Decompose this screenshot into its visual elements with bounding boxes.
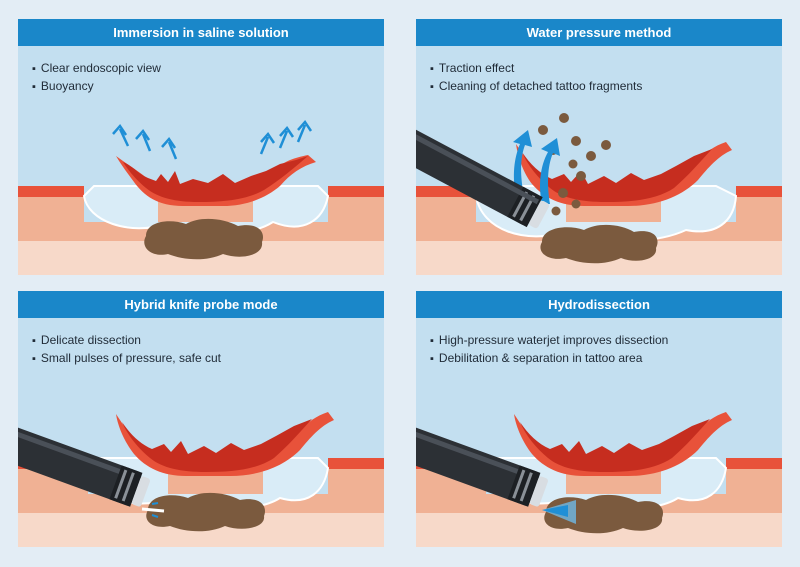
lesion-surface bbox=[522, 149, 712, 202]
lesion-surface bbox=[123, 156, 308, 202]
bullet-list: Clear endoscopic view Buoyancy bbox=[32, 60, 161, 96]
panel-title: Immersion in saline solution bbox=[18, 19, 384, 46]
buoyancy-arrows bbox=[112, 119, 313, 160]
lesion-surface bbox=[520, 419, 710, 472]
bullet-list: High-pressure waterjet improves dissecti… bbox=[430, 332, 668, 368]
mucosa-left bbox=[416, 186, 476, 197]
panel-immersion: Immersion in saline solution Clear endos… bbox=[18, 19, 384, 275]
panel-title: Water pressure method bbox=[416, 19, 782, 46]
endoscope-probe bbox=[416, 419, 548, 507]
panel-water-pressure: Water pressure method bbox=[416, 19, 782, 275]
tattoo-fragment bbox=[540, 224, 658, 264]
bullet-list: Traction effect Cleaning of detached tat… bbox=[430, 60, 642, 96]
bullet-item: Traction effect bbox=[430, 60, 642, 78]
detached-fragments bbox=[538, 113, 611, 216]
water-flow-arrows bbox=[513, 130, 560, 204]
bullet-item: Delicate dissection bbox=[32, 332, 221, 350]
waterjet bbox=[542, 500, 576, 524]
mucosa-right bbox=[726, 458, 782, 469]
panel-hybrid-knife: Hybrid knife probe mode Delicate dissect… bbox=[18, 291, 384, 547]
panel-hydrodissection: Hydrodissection High-pressure waterjet i… bbox=[416, 291, 782, 547]
endoscope-probe bbox=[18, 419, 150, 507]
bullet-item: Cleaning of detached tattoo fragments bbox=[430, 78, 642, 96]
mucosa-right bbox=[328, 186, 384, 197]
bullet-item: Debilitation & separation in tattoo area bbox=[430, 350, 668, 368]
mucosa-right bbox=[328, 458, 384, 469]
mucosa-right bbox=[736, 186, 782, 197]
endoscope-probe bbox=[416, 127, 550, 229]
bullet-list: Delicate dissection Small pulses of pres… bbox=[32, 332, 221, 368]
tattoo-fragment bbox=[146, 492, 265, 532]
hydrodissection-illustration bbox=[416, 318, 782, 547]
lesion-surface bbox=[122, 419, 312, 472]
immersion-illustration bbox=[18, 46, 384, 275]
bullet-item: Buoyancy bbox=[32, 78, 161, 96]
tattoo-fragment bbox=[144, 218, 263, 260]
mucosa-left bbox=[18, 186, 84, 197]
panel-title: Hydrodissection bbox=[416, 291, 782, 318]
bullet-item: Small pulses of pressure, safe cut bbox=[32, 350, 221, 368]
bullet-item: Clear endoscopic view bbox=[32, 60, 161, 78]
bullet-item: High-pressure waterjet improves dissecti… bbox=[430, 332, 668, 350]
knife-tip-pulses bbox=[141, 502, 165, 518]
panel-title: Hybrid knife probe mode bbox=[18, 291, 384, 318]
